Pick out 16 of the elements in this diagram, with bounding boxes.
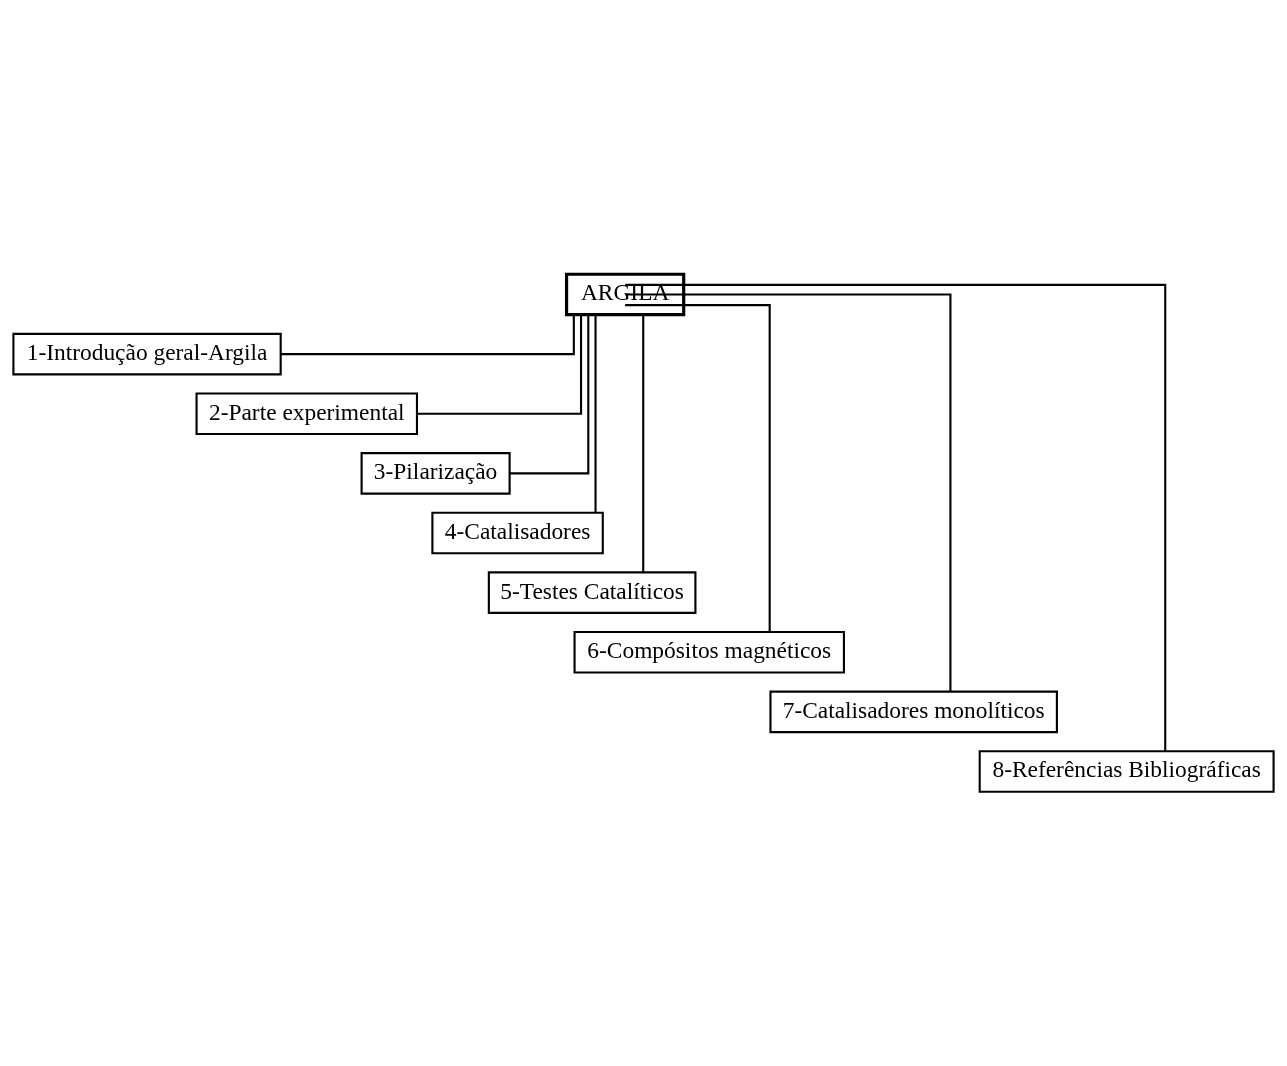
node-box: 5-Testes Catalíticos — [487, 571, 697, 614]
node-box: 6-Compósitos magnéticos — [573, 630, 845, 674]
connector — [625, 283, 1167, 752]
node-box: 2-Parte experimental — [195, 392, 419, 436]
connector — [509, 314, 590, 475]
node-box: 3-Pilarização — [360, 452, 511, 495]
connector — [642, 314, 645, 573]
connector — [280, 314, 575, 356]
connector — [625, 304, 771, 632]
node-box: 8-Referências Bibliográficas — [978, 750, 1275, 793]
connector — [417, 314, 583, 415]
node-box: 1-Introdução geral-Argila — [12, 332, 282, 376]
node-box: 7-Catalisadores monolíticos — [769, 690, 1058, 734]
node-box: 4-Catalisadores — [431, 511, 604, 555]
connector — [594, 314, 597, 513]
connector — [625, 293, 952, 692]
